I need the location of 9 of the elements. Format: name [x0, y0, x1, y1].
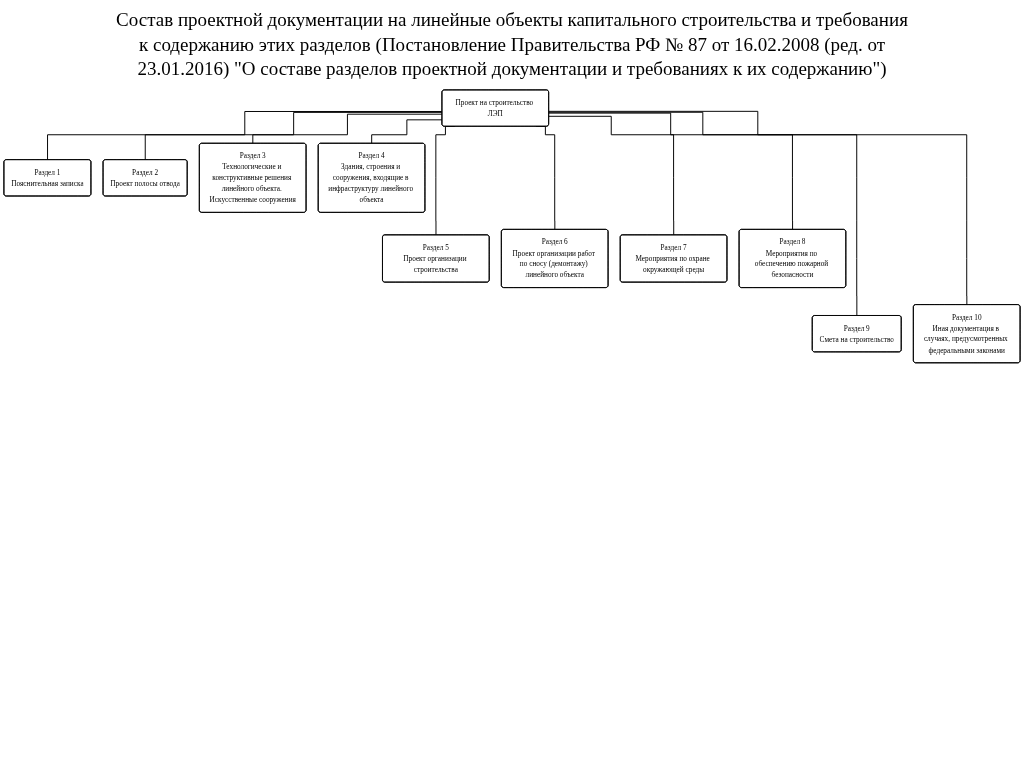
connector	[548, 111, 858, 317]
connector	[47, 111, 443, 161]
diagram-title: Состав проектной документации на линейные объекты капитального строительства и требования к содержанию этих разделов (Постановление Правительства РФ № 87 от 16.02.2008 (ред. от 23.01.2016) "О составе разделов проектной документации и требованиях к их содержанию")	[115, 8, 909, 82]
connector	[548, 112, 794, 231]
connector	[371, 119, 443, 145]
connector	[252, 113, 443, 145]
connector	[144, 111, 443, 161]
connector	[548, 110, 968, 306]
connector	[548, 115, 675, 236]
